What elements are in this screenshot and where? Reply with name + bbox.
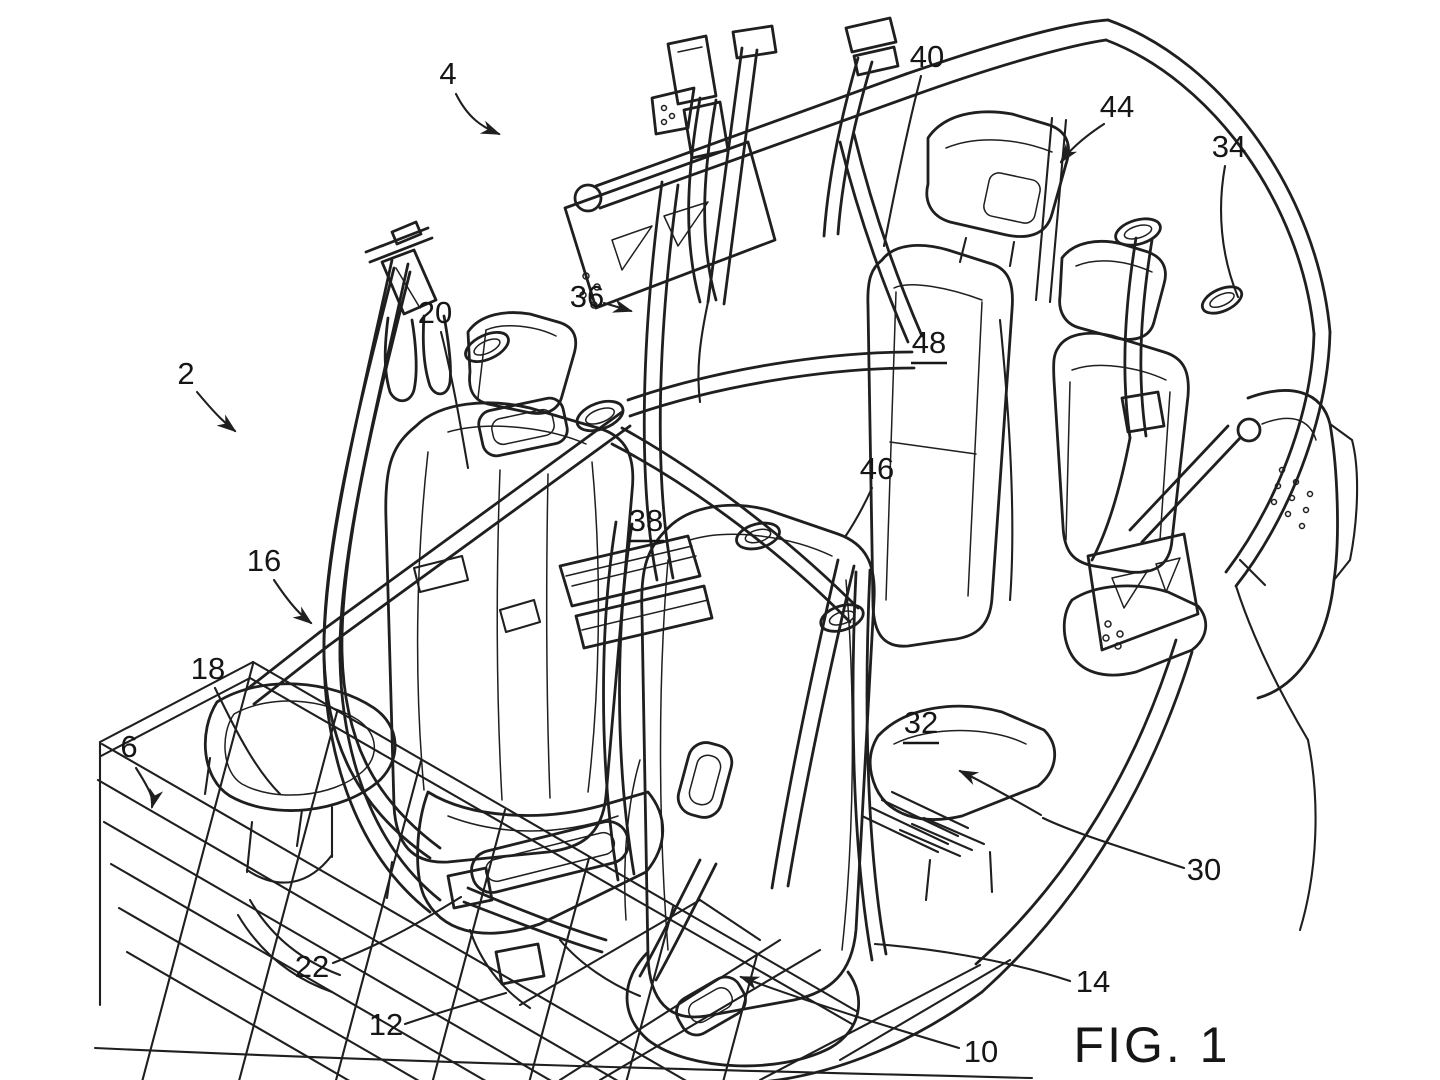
anchor-bracket-plate	[563, 140, 777, 310]
leader-10	[739, 975, 961, 1050]
anchor-bracket-plate	[1086, 532, 1200, 652]
tube-end-cap	[1236, 417, 1262, 443]
tube-end-cap	[573, 183, 603, 213]
belt-buckle	[494, 942, 546, 986]
leader-44	[1059, 122, 1106, 164]
ref-label-12: 12	[369, 1007, 403, 1042]
ground-line	[93, 1046, 1034, 1080]
headrest	[466, 311, 578, 415]
ref-label-36: 36	[570, 279, 604, 314]
headrest	[925, 110, 1070, 238]
ref-label-48: 48	[912, 325, 946, 360]
leader-30	[1041, 816, 1186, 870]
leader-22	[331, 895, 463, 965]
leader-32	[958, 769, 1043, 817]
seat-pedestal-left	[204, 682, 397, 994]
seat-back	[866, 244, 1014, 648]
leader-12	[403, 991, 508, 1026]
seat-back	[384, 401, 635, 864]
pillar-cap	[731, 24, 778, 60]
leader-4	[454, 92, 501, 136]
ref-label-30: 30	[1187, 852, 1221, 887]
seat-rear-left	[866, 110, 1070, 902]
leader-6	[134, 766, 164, 809]
seat-cushion	[1062, 584, 1207, 677]
belt-buckle	[1120, 390, 1166, 434]
ref-label-22: 22	[295, 949, 329, 984]
leader-18	[213, 686, 282, 796]
ref-label-46: 46	[860, 451, 894, 486]
chassis-members	[518, 898, 1012, 1080]
seat-front-left	[384, 311, 665, 1010]
leader-16	[272, 578, 313, 625]
vehicle-line-art	[93, 16, 1359, 1080]
console-slats	[412, 534, 970, 854]
ref-label-14: 14	[1076, 964, 1110, 999]
ref-label-20: 20	[418, 295, 452, 330]
ref-label-32: 32	[904, 705, 938, 740]
seat-back	[1052, 331, 1190, 574]
belt-slot	[470, 820, 630, 894]
seat-cushion	[868, 704, 1057, 821]
ref-label-34: 34	[1212, 129, 1246, 164]
ref-label-18: 18	[191, 651, 225, 686]
ref-label-4: 4	[439, 56, 456, 91]
harness-straps	[322, 56, 1166, 986]
leader-14	[873, 942, 1072, 983]
ref-label-38: 38	[629, 503, 663, 538]
belt-clamps	[364, 16, 900, 403]
ref-label-10: 10	[964, 1034, 998, 1069]
leader-2	[195, 390, 237, 433]
leader-34	[1219, 164, 1240, 299]
leader-36	[602, 299, 633, 313]
leader-20	[439, 330, 470, 470]
ref-label-2: 2	[177, 356, 194, 391]
belt-slot	[676, 741, 734, 819]
ref-label-16: 16	[247, 543, 281, 578]
ref-label-6: 6	[120, 729, 137, 764]
seat-front-right	[624, 503, 876, 1068]
belt-buckle	[446, 866, 494, 910]
seat-back	[640, 503, 876, 1019]
right-fender	[1234, 389, 1359, 932]
reference-labels: 2 4 6 10 12 14 16 18 20 22 30 32 34 36 3…	[120, 39, 1246, 1069]
leader-46	[843, 486, 874, 539]
figure-caption: FIG. 1	[1074, 1017, 1231, 1073]
ref-label-44: 44	[1100, 89, 1134, 124]
belt-guides	[464, 217, 1244, 633]
leader-40	[882, 74, 923, 248]
ref-label-40: 40	[910, 39, 944, 74]
seat-rear-right	[1052, 240, 1207, 677]
headrest	[1058, 240, 1167, 341]
leader-lines	[134, 74, 1240, 1050]
